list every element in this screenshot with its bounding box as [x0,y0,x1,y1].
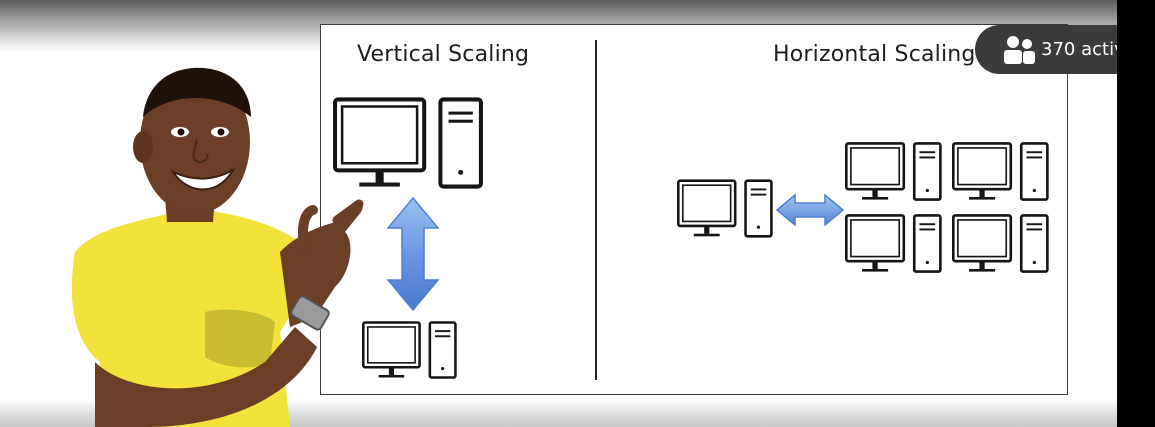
section-divider [595,40,597,380]
slide-panel [320,24,1068,395]
cluster-computer-icon [952,142,1049,201]
people-icon [1004,35,1035,64]
cluster-computer-icon [845,214,942,273]
active-viewers-badge: 370 active [975,25,1145,74]
horizontal-double-arrow-icon [775,193,845,227]
active-viewers-count: 370 active [1041,39,1136,60]
cluster-computer-icon [952,214,1049,273]
right-edge-bar [1117,0,1155,427]
horizontal-scaling-title: Horizontal Scaling [773,42,976,67]
cluster-computer-icon [845,142,942,201]
single-computer-icon [677,179,773,238]
vertical-double-arrow-icon [386,196,440,312]
small-computer-icon [362,321,457,379]
vertical-scaling-title: Vertical Scaling [357,42,530,67]
presenter-image [71,67,364,427]
